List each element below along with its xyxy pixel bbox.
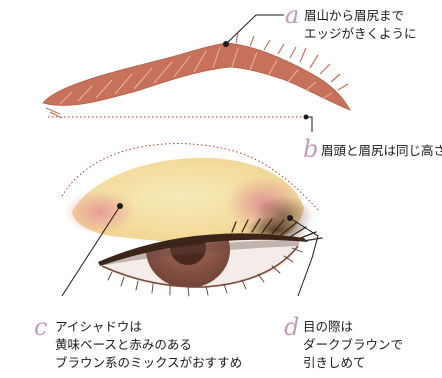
annotation-a-line-1: 眉山から眉尻まで: [304, 8, 405, 23]
leader-lines: [61, 14, 319, 297]
marker-d: d: [284, 313, 300, 341]
eyebrow: [42, 32, 351, 119]
annotation-a-line-2: エッジがきくように: [304, 26, 417, 41]
marker-a: a: [285, 1, 300, 29]
eye: [98, 218, 323, 297]
annotation-d-line-1: 目の際は: [303, 319, 354, 334]
leader-c: [61, 205, 121, 297]
eyelid-crease-guide: [61, 143, 319, 211]
annotation-d-line-3: 引きしめて: [303, 355, 366, 370]
lower-lashes: [107, 247, 303, 297]
annotation-c-line-2: 黄味ベースと赤みのある: [55, 337, 192, 352]
annotation-c-line-3: ブラウン系のミックスがおすすめ: [55, 355, 243, 370]
leader-b-dot: [303, 114, 309, 120]
annotation-b-line-1: 眉頭と眉尻は同じ高さ: [321, 143, 442, 158]
brow-hair-strokes: [59, 46, 333, 105]
eyeshadow: [64, 157, 314, 246]
leader-a: [225, 14, 284, 45]
leader-d-dot: [287, 215, 293, 221]
leader-d: [289, 217, 319, 297]
lower-lash-line: [101, 245, 299, 288]
marker-c: c: [34, 313, 48, 341]
annotation-d-line-2: ダークブラウンで: [303, 337, 404, 352]
marker-b: b: [303, 135, 319, 163]
leader-c-dot: [117, 203, 123, 209]
brow-tail-hairs: [45, 32, 349, 119]
upper-eyeliner: [98, 233, 308, 266]
leader-a-dot: [223, 41, 229, 47]
annotation-c-line-1: アイシャドウは: [55, 319, 142, 334]
